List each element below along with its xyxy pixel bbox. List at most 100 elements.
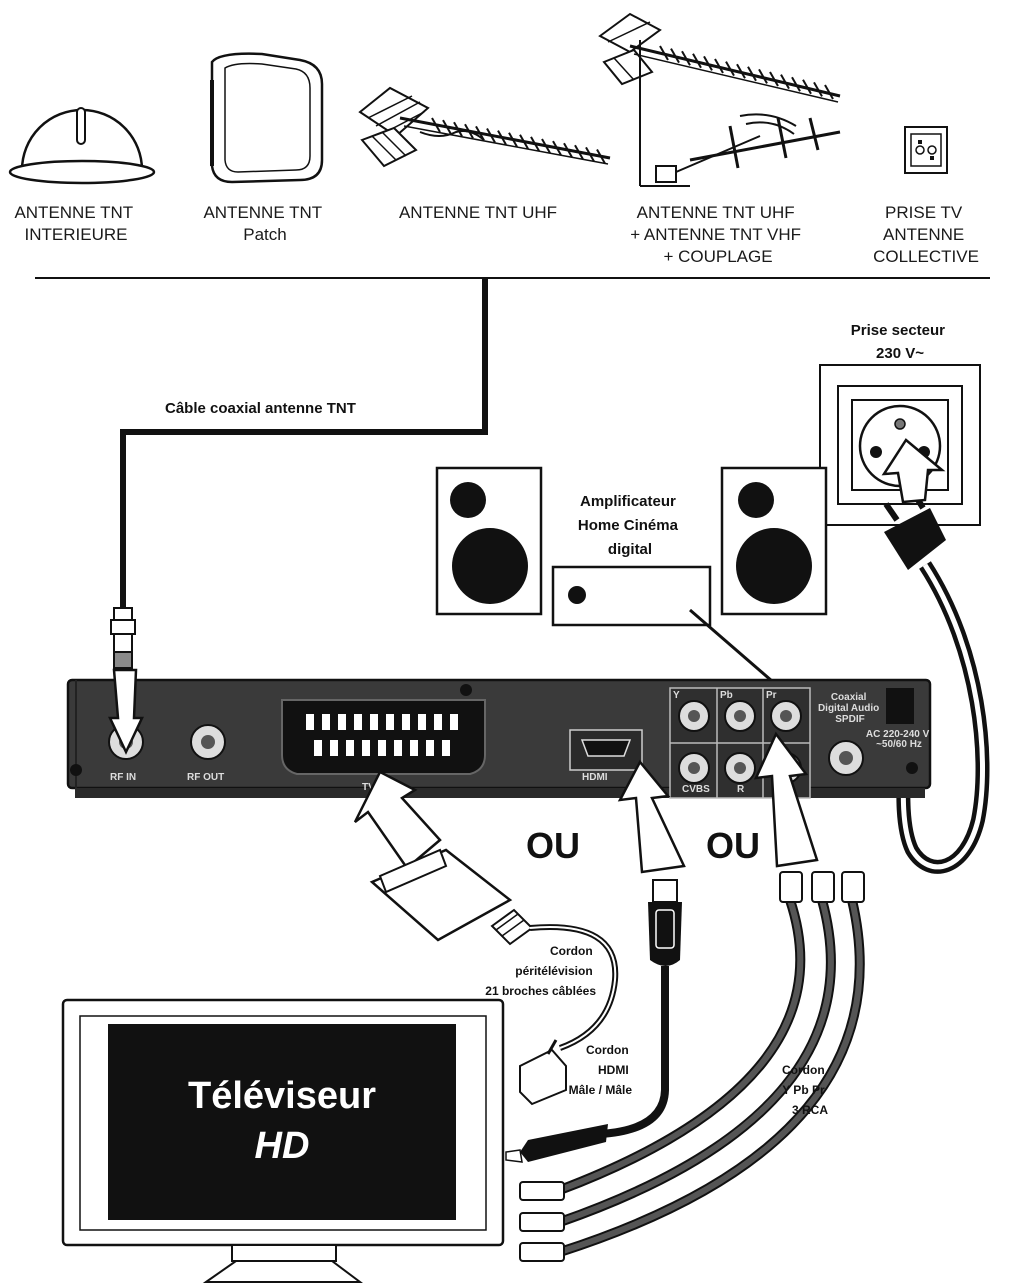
uhf-vhf-director [802,79,812,95]
rca-cables [555,895,865,1257]
ypbpr-cable-label: Cordon Y Pb Pr 3 RCA [782,1063,828,1117]
uhf-directors [431,117,606,164]
uhf-vhf-director [813,81,823,97]
uhf-vhf-antenna-icon [598,12,841,187]
uhf-vhf-director [824,84,834,100]
r-label: R [737,784,745,795]
hdmi-cable-label: Cordon HDMI Mâle / Mâle [569,1043,633,1097]
scart-pin [370,714,378,730]
scart-pin [306,714,314,730]
hdmi-arrow-icon [617,759,686,874]
uhf-vhf-director [692,53,702,69]
scart-pin [354,714,362,730]
scart-pin [338,714,346,730]
uhf-vhf-director [703,55,713,71]
hdmi-plug-icon [648,879,682,966]
rca-plugs-tv-icon [519,1181,565,1262]
uhf-vhf-director [780,74,790,90]
uhf-director [442,119,452,135]
uhf-vhf-director [681,50,691,66]
ou-label-1: OU [526,825,580,866]
uhf-director [563,142,573,158]
uhf-director [453,121,463,137]
patch-antenna-label: ANTENNE TNT Patch [203,203,326,244]
amplifier-icon [551,565,712,627]
ou-label-2: OU [706,825,760,866]
y-label: Y [673,690,680,701]
coax-cable [120,278,488,610]
cvbs-label: CVBS [682,784,710,795]
scart-pin [322,714,330,730]
scart-pin [386,714,394,730]
scart-socket [281,699,486,775]
coax-cable-label: Câble coaxial antenne TNT [165,400,356,417]
indoor-antenna-icon [8,107,156,185]
scart-pin [410,740,418,756]
rca-jack-center [734,710,746,722]
television-icon [61,998,505,1283]
uhf-vhf-director [747,66,757,82]
uhf-antenna-label: ANTENNE TNT UHF [399,203,557,222]
uhf-director [552,140,562,156]
scart-arrow-icon [353,770,442,870]
scart-plug-icon [369,848,534,946]
right-speaker-icon [720,466,828,616]
rca-arrow-icon [753,731,819,868]
rca-jack-center [734,762,746,774]
uhf-vhf-director [769,71,779,87]
uhf-director [585,146,595,162]
hdmi-socket [569,729,643,771]
hdmi-plug-tv-icon [505,1124,608,1163]
rca-jack-center [688,762,700,774]
amplifier-label: Amplificateur Home Cinéma digital [578,493,682,558]
rf-out-label: RF OUT [187,772,224,783]
rca-plugs-top-icon [779,871,865,903]
scart-plug-small-icon [519,1039,567,1106]
tv-title: Téléviseur [188,1075,376,1117]
scart-pin [426,740,434,756]
uhf-vhf-director [725,61,735,77]
uhf-director [508,132,518,148]
uhf-director [475,125,485,141]
uhf-vhf-antenna-label: ANTENNE TNT UHF + ANTENNE TNT VHF + COUP… [630,203,806,266]
spdif-jack [828,740,864,776]
mains-socket-label: Prise secteur 230 V~ [851,322,949,362]
uhf-director [486,128,496,143]
pr-label: Pr [766,690,777,701]
uhf-director [464,123,474,139]
scart-cable-label: Cordon péritélévision 21 broches câblées [485,944,596,998]
uhf-director [541,138,551,154]
mains-arrow-icon [881,438,946,504]
coax-plug-icon [110,607,136,669]
uhf-vhf-director [714,58,724,74]
uhf-vhf-director [758,68,768,84]
rca-jack-center [688,710,700,722]
scart-pin [314,740,322,756]
scart-pin [434,714,442,730]
mains-socket-icon [819,364,981,526]
tv-wall-socket-label: PRISE TV ANTENNE COLLECTIVE [873,203,979,266]
spdif-label: Coaxial Digital Audio SPDIF [818,692,882,725]
scart-pin [402,714,410,730]
scart-tv-label: TV [362,782,375,793]
uhf-vhf-director [659,45,669,61]
uhf-director [530,136,540,152]
rca-jack-center [780,710,792,722]
tv-wall-socket-icon [904,126,948,174]
hdmi-cable [599,966,669,1138]
uhf-director [431,117,441,133]
uhf-director [519,134,529,150]
scart-pin [394,740,402,756]
uhf-antenna-icon [358,86,611,168]
scart-pin [450,714,458,730]
rf-in-label: RF IN [110,772,136,783]
tv-subtitle: HD [255,1125,310,1167]
pb-label: Pb [720,690,733,701]
scart-pins [306,714,458,756]
uhf-vhf-directors [659,45,834,100]
scart-pin [330,740,338,756]
uhf-vhf-director [736,63,746,79]
patch-antenna-icon [210,52,324,184]
rf-in-arrow-icon [108,668,144,755]
